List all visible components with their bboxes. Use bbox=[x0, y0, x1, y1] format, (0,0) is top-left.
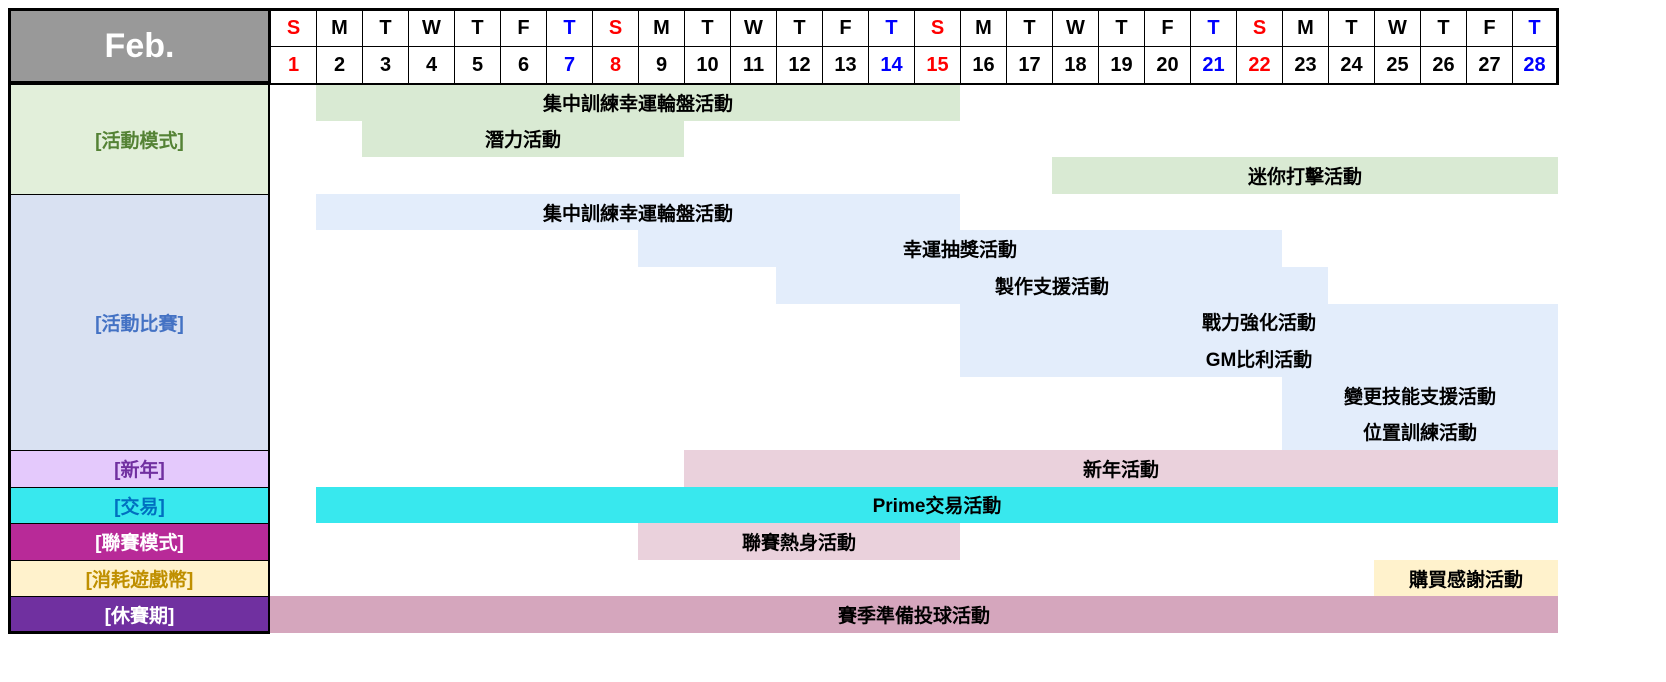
weekday-header: S bbox=[1236, 8, 1283, 47]
event-bar: 變更技能支援活動 bbox=[1282, 376, 1558, 414]
category-label: [活動模式] bbox=[8, 84, 270, 195]
date-header: 16 bbox=[960, 46, 1007, 85]
date-header: 11 bbox=[730, 46, 777, 85]
event-bar: Prime交易活動 bbox=[316, 486, 1558, 524]
event-bar: 潛力活動 bbox=[362, 120, 684, 158]
event-bar: 購買感謝活動 bbox=[1374, 559, 1558, 597]
date-header: 18 bbox=[1052, 46, 1099, 85]
weekday-header: T bbox=[1328, 8, 1375, 47]
date-header: 9 bbox=[638, 46, 685, 85]
date-header: 2 bbox=[316, 46, 363, 85]
category-label: [活動比賽] bbox=[8, 193, 270, 451]
weekday-header: T bbox=[1190, 8, 1237, 47]
weekday-header: T bbox=[1512, 8, 1559, 47]
weekday-header: M bbox=[960, 8, 1007, 47]
weekday-header: M bbox=[316, 8, 363, 47]
category-label: [休賽期] bbox=[8, 596, 270, 634]
date-header: 28 bbox=[1512, 46, 1559, 85]
date-header: 25 bbox=[1374, 46, 1421, 85]
date-header: 3 bbox=[362, 46, 409, 85]
weekday-header: M bbox=[1282, 8, 1329, 47]
date-header: 4 bbox=[408, 46, 455, 85]
event-bar: 新年活動 bbox=[684, 450, 1558, 487]
weekday-header: T bbox=[1098, 8, 1145, 47]
weekday-header: T bbox=[362, 8, 409, 47]
date-header: 27 bbox=[1466, 46, 1513, 85]
weekday-header: T bbox=[1420, 8, 1467, 47]
date-header: 26 bbox=[1420, 46, 1467, 85]
weekday-header: F bbox=[1144, 8, 1191, 47]
weekday-header: F bbox=[822, 8, 869, 47]
event-bar: 戰力強化活動 bbox=[960, 303, 1558, 341]
event-bar: 位置訓練活動 bbox=[1282, 413, 1558, 450]
weekday-header: S bbox=[914, 8, 961, 47]
weekday-header: T bbox=[776, 8, 823, 47]
weekday-header: W bbox=[1052, 8, 1099, 47]
weekday-header: T bbox=[546, 8, 593, 47]
category-label: [消耗遊戲幣] bbox=[8, 559, 270, 598]
date-header: 12 bbox=[776, 46, 823, 85]
event-bar: 集中訓練幸運輪盤活動 bbox=[316, 193, 960, 231]
date-header: 19 bbox=[1098, 46, 1145, 85]
weekday-header: W bbox=[408, 8, 455, 47]
category-label: [交易] bbox=[8, 486, 270, 525]
date-header: 21 bbox=[1190, 46, 1237, 85]
date-header: 8 bbox=[592, 46, 639, 85]
event-bar: GM比利活動 bbox=[960, 340, 1558, 377]
date-header: 5 bbox=[454, 46, 501, 85]
weekday-header: W bbox=[1374, 8, 1421, 47]
weekday-header: S bbox=[592, 8, 639, 47]
weekday-header: T bbox=[868, 8, 915, 47]
date-header: 22 bbox=[1236, 46, 1283, 85]
weekday-header: F bbox=[1466, 8, 1513, 47]
category-label: [新年] bbox=[8, 450, 270, 488]
weekday-header: T bbox=[1006, 8, 1053, 47]
event-bar: 賽季準備投球活動 bbox=[270, 596, 1558, 633]
event-bar: 迷你打擊活動 bbox=[1052, 157, 1558, 194]
date-header: 20 bbox=[1144, 46, 1191, 85]
date-header: 7 bbox=[546, 46, 593, 85]
month-header: Feb. bbox=[8, 8, 270, 84]
weekday-header: T bbox=[684, 8, 731, 47]
date-header: 15 bbox=[914, 46, 961, 85]
event-bar: 集中訓練幸運輪盤活動 bbox=[316, 84, 960, 121]
date-header: 14 bbox=[868, 46, 915, 85]
date-header: 23 bbox=[1282, 46, 1329, 85]
weekday-header: W bbox=[730, 8, 777, 47]
date-header: 17 bbox=[1006, 46, 1053, 85]
event-bar: 幸運抽獎活動 bbox=[638, 230, 1282, 267]
category-label: [聯賽模式] bbox=[8, 523, 270, 561]
date-header: 1 bbox=[270, 46, 317, 85]
date-header: 24 bbox=[1328, 46, 1375, 85]
weekday-header: T bbox=[454, 8, 501, 47]
weekday-header: S bbox=[270, 8, 317, 47]
weekday-header: M bbox=[638, 8, 685, 47]
date-header: 6 bbox=[500, 46, 547, 85]
weekday-header: F bbox=[500, 8, 547, 47]
event-bar: 聯賽熱身活動 bbox=[638, 523, 960, 560]
date-header: 13 bbox=[822, 46, 869, 85]
event-bar: 製作支援活動 bbox=[776, 267, 1328, 304]
date-header: 10 bbox=[684, 46, 731, 85]
